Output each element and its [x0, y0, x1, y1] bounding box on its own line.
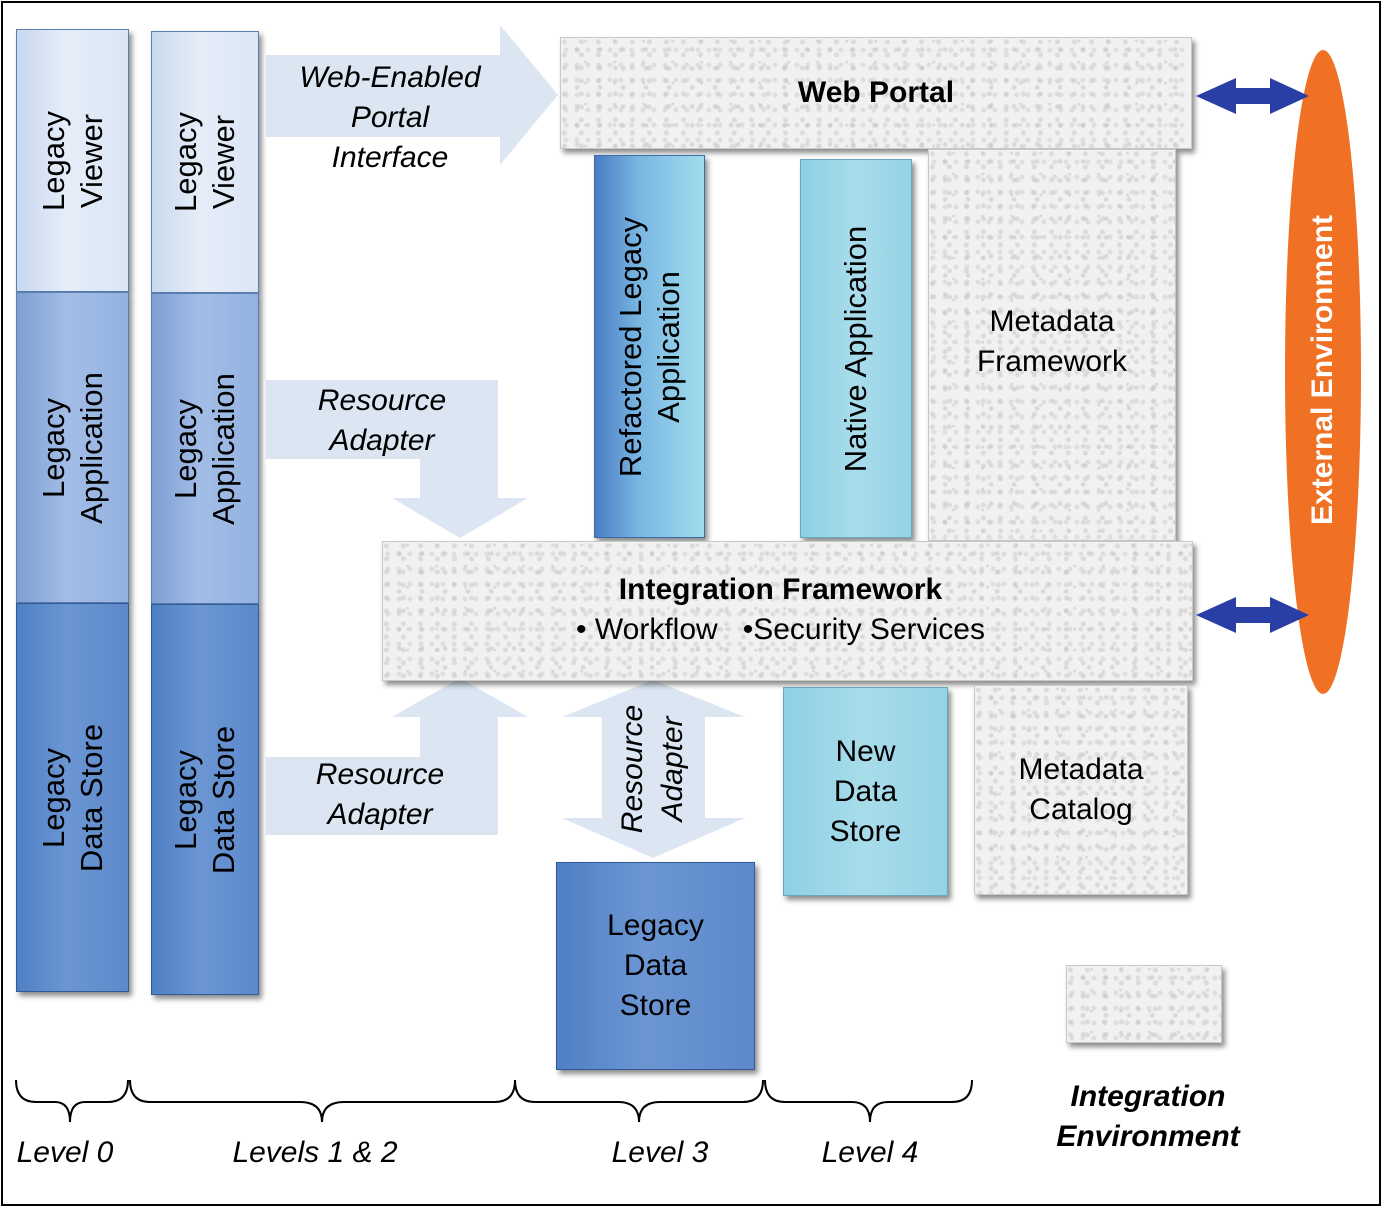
- integration-environment-legend-label: Integration Environment: [1056, 1080, 1240, 1153]
- metadata-catalog: Metadata Catalog: [974, 685, 1188, 895]
- integration-framework-items: • Workflow •Security Services: [576, 613, 985, 646]
- resource-adapter-bottom-label: Resource Adapter: [315, 758, 445, 831]
- integration-environment-legend-swatch: [1066, 965, 1222, 1043]
- native-application: Native Application: [800, 159, 912, 538]
- integration-framework: Integration Framework • Workflow •Securi…: [382, 541, 1193, 681]
- levels12-brace: [129, 1079, 516, 1123]
- levels12-label: Levels 1 & 2: [232, 1136, 398, 1169]
- resource-adapter-vertical-arrow: [562, 680, 745, 858]
- level4-brace: [764, 1079, 973, 1123]
- integration-framework-title: Integration Framework: [618, 573, 943, 606]
- level0-brace: [15, 1079, 129, 1123]
- level3-label: Level 3: [611, 1136, 709, 1169]
- integration-external-double-arrow: [1196, 597, 1309, 633]
- web-enabled-portal-interface-label: Web-Enabled Portal Interface: [299, 61, 481, 174]
- level0-label: Level 0: [16, 1136, 114, 1169]
- level4-label: Level 4: [821, 1136, 919, 1169]
- resource-adapter-bottom-arrow: [266, 678, 528, 835]
- resource-adapter-top-arrow: [266, 380, 528, 538]
- level3-legacy-data-store: Legacy Data Store: [556, 862, 755, 1070]
- metadata-framework: Metadata Framework: [928, 149, 1176, 541]
- level3-brace: [514, 1079, 764, 1123]
- external-environment-ellipse: [1285, 50, 1361, 694]
- new-data-store: New Data Store: [783, 687, 948, 896]
- web-enabled-arrow: [266, 25, 558, 165]
- web-portal: Web Portal: [560, 37, 1192, 149]
- resource-adapter-top-label: Resource Adapter: [317, 384, 447, 457]
- web-portal-external-double-arrow: [1196, 78, 1309, 114]
